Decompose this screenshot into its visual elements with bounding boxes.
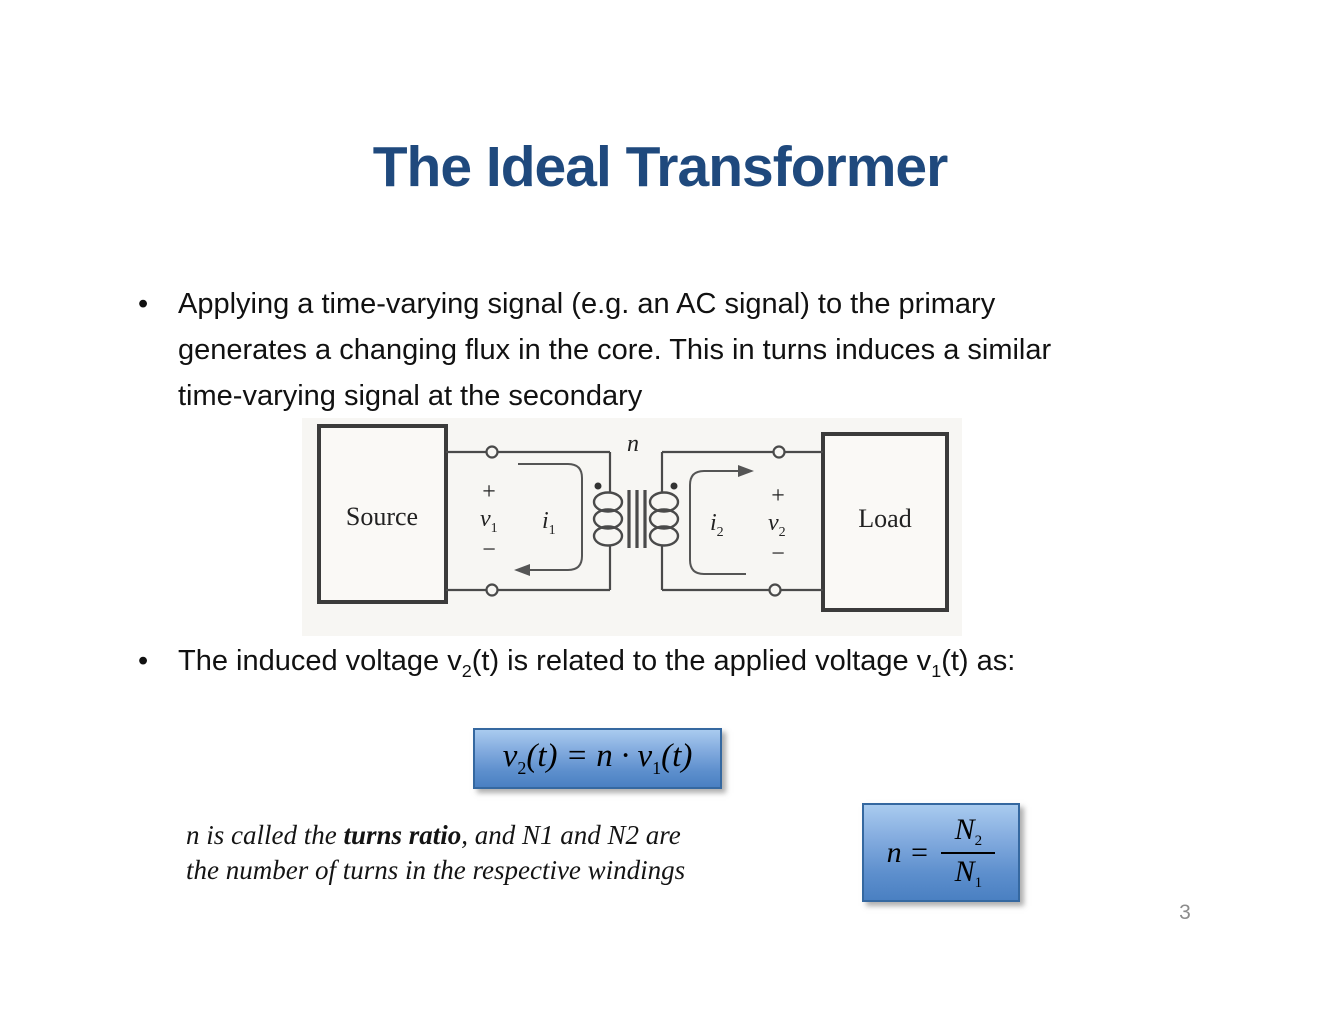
bullet-applying-signal: • Applying a time-varying signal (e.g. a… (138, 281, 1238, 419)
source-label: Source (346, 502, 418, 531)
load-label: Load (858, 504, 911, 533)
terminal-top-right (772, 445, 786, 459)
page-number: 3 (1179, 901, 1191, 924)
bullet1-line1: Applying a time-varying signal (e.g. an … (178, 288, 996, 320)
formula1-text: v2(t) = n · v1(t) (502, 737, 693, 779)
primary-coil-turn (592, 525, 624, 547)
formula2-text: n = N2 N1 (887, 814, 996, 892)
fraction-numerator: N2 (954, 812, 983, 849)
slide-title: The Ideal Transformer (372, 135, 949, 199)
transformer-circuit-figure: Source Load (302, 418, 962, 636)
formula2-lhs: n = (886, 835, 930, 869)
i1-current-loop (518, 463, 583, 571)
primary-dot (594, 482, 602, 490)
turns-ratio-note: n is called the turns ratio, and N1 and … (186, 820, 686, 885)
v2-label: v2 (768, 510, 786, 540)
terminal-bottom-right (768, 583, 782, 597)
primary-coil-turn (592, 491, 624, 513)
bullet1-line3: time-varying signal at the secondary (178, 380, 643, 412)
bullet2-text: The induced voltage v2(t) is related to … (178, 645, 1016, 681)
terminal-bottom-left (485, 583, 499, 597)
note-line2: the number of turns in the respective wi… (186, 855, 686, 885)
fraction-denominator: N1 (954, 854, 983, 891)
formula-v2-equals-n-v1: v2(t) = n · v1(t) (473, 728, 722, 789)
bullet1-line2: generates a changing flux in the core. T… (178, 334, 1052, 366)
primary-coil-turn (592, 508, 624, 530)
fraction-bar (941, 851, 996, 854)
secondary-dot (670, 482, 678, 490)
plus-sign-secondary: + (771, 483, 785, 509)
bullet-marker: • (138, 645, 149, 677)
bullet-induced-voltage: • The induced voltage v2(t) is related t… (138, 638, 1278, 694)
load-box (821, 432, 949, 612)
v2-subscript: 2 (461, 660, 472, 681)
turns-ratio-bold: turns ratio (343, 820, 462, 850)
fraction: N2 N1 (941, 812, 996, 892)
i1-arrowhead (514, 564, 530, 576)
i1-label: i1 (542, 508, 556, 538)
plus-sign-primary: + (482, 479, 496, 505)
secondary-coil-turn (648, 525, 680, 547)
i2-current-loop (689, 470, 746, 575)
minus-sign-secondary: − (771, 541, 785, 567)
v1-label: v1 (480, 506, 498, 536)
turns-ratio-n-label: n (627, 431, 639, 457)
minus-sign-primary: − (482, 537, 496, 563)
i2-label: i2 (710, 510, 724, 540)
secondary-coil-turn (648, 491, 680, 513)
formula-n-equals-N2-over-N1: n = N2 N1 (862, 803, 1020, 902)
v1-subscript: 1 (931, 660, 942, 681)
i2-arrowhead (738, 465, 754, 477)
secondary-coil-turn (648, 508, 680, 530)
source-box (317, 424, 448, 604)
terminal-top-left (485, 445, 499, 459)
bullet-marker: • (138, 288, 149, 320)
